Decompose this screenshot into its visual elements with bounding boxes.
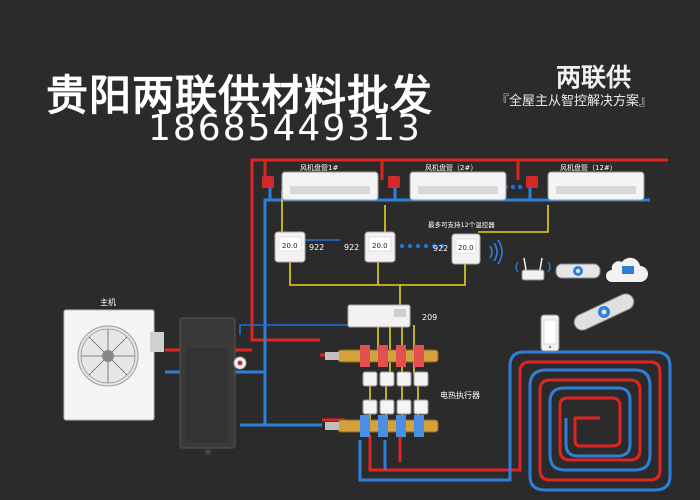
phone-number: 18685449313	[148, 108, 422, 149]
fan-coil-1: 风机盘管1#	[262, 163, 379, 201]
return-manifold	[325, 415, 439, 437]
fan-coil-1-label: 风机盘管1#	[300, 163, 338, 172]
fan-coil-12-label: 风机盘管（12#）	[560, 163, 617, 172]
smartphone-icon	[540, 314, 560, 352]
thermostat-note: 最多可支持12个温控器	[428, 220, 495, 229]
thermostat-1-code: 922	[309, 243, 324, 252]
thermostat-2-display: 20.0	[372, 242, 388, 250]
fan-coil-2-label: 风机盘管（2#）	[425, 163, 477, 172]
thermostat-1: 20.0 922	[274, 231, 324, 263]
cloud-icon	[606, 257, 648, 282]
fan-coil-1-valve	[262, 176, 274, 188]
fan-coil-12-valve	[526, 176, 538, 188]
actuator-row	[362, 371, 429, 415]
supply-manifold	[325, 345, 439, 367]
router-icon	[515, 257, 551, 281]
fan-coil-2-valve	[388, 176, 400, 188]
communication-wires	[239, 239, 350, 335]
actuator-label: 电热执行器	[440, 390, 480, 400]
wifi-signal-icon	[489, 239, 503, 265]
company-name: 贵阳两联供材料批发	[46, 71, 434, 120]
central-controller: 209	[347, 304, 437, 328]
fan-coil-12: 风机盘管（12#）	[526, 163, 645, 201]
floor-heating-loop	[420, 350, 672, 492]
thermostat-3: 20.0 922	[433, 233, 481, 265]
wristband-icon	[573, 293, 635, 331]
main-unit: 主机	[63, 297, 164, 421]
circulation-pump	[233, 356, 247, 370]
controller-code: 209	[422, 313, 437, 322]
thermostat-2: 20.0 922	[344, 231, 396, 263]
thermostat-3-display: 20.0	[458, 244, 474, 252]
brand-logo-text: 两联供	[556, 63, 632, 92]
thermostat-2-code: 922	[344, 243, 359, 252]
thermostat-1-display: 20.0	[282, 242, 298, 250]
thermostat-3-code: 922	[433, 244, 448, 253]
cold-water-pipes	[165, 188, 650, 482]
water-tank: 水箱	[179, 317, 236, 455]
main-unit-label: 主机	[100, 297, 116, 307]
remote-sensor-icon	[555, 263, 601, 279]
brand-slogan: 『全屋主从智控解决方案』	[496, 94, 653, 109]
fan-coil-2: 风机盘管（2#）	[388, 163, 507, 201]
